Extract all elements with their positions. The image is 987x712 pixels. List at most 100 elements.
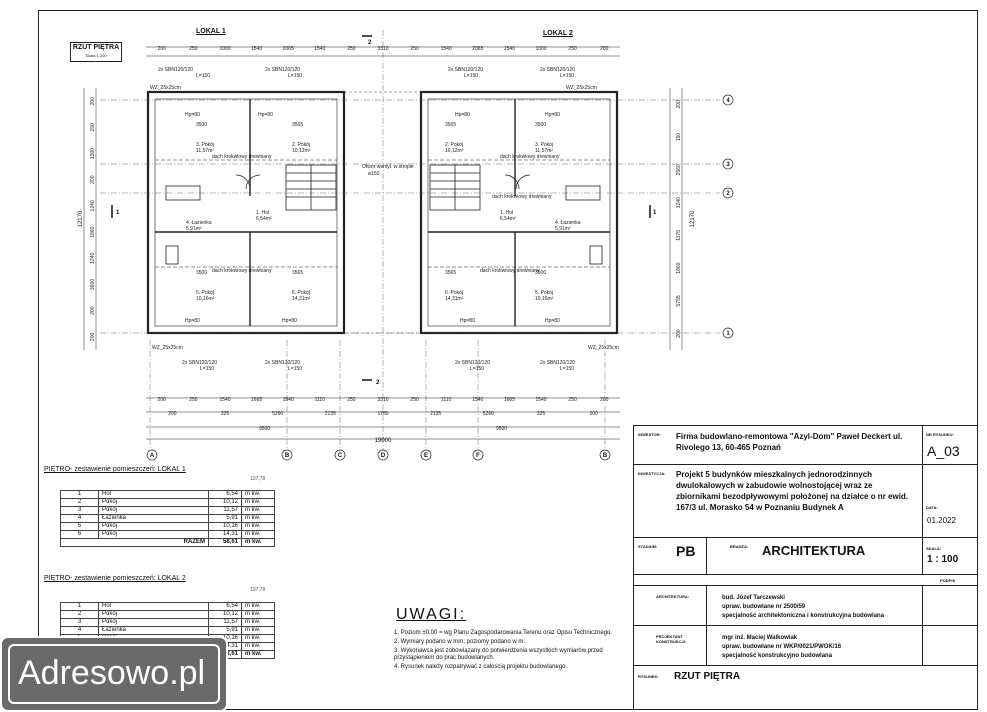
bottom-dimension: 1665 bbox=[504, 397, 515, 403]
axis-marker-c bbox=[334, 449, 346, 461]
top-dimension: 1540 bbox=[251, 46, 262, 52]
window-label-3: WZ_25x25cm bbox=[152, 345, 183, 351]
lokal-2-room-width: 3565 bbox=[445, 270, 456, 276]
bottom-dimension: 1540 bbox=[283, 397, 294, 403]
axis-label-3: 3 bbox=[726, 162, 730, 168]
total-value: 58,61 bbox=[208, 538, 242, 547]
table-cell: Pokój bbox=[98, 506, 209, 515]
lintel-length-4: L=150 bbox=[560, 73, 574, 79]
axis-label-2: 2 bbox=[726, 191, 730, 197]
designer-name: mgr inż. Maciej Walkowiak bbox=[722, 635, 798, 641]
hp-label-6: Hp=80 bbox=[282, 318, 297, 324]
lokal-1-label: LOKAL 1 bbox=[196, 28, 226, 35]
axis-marker-2 bbox=[722, 187, 734, 199]
table-cell: 10,12 bbox=[208, 498, 242, 507]
bottom-dimension-3: 9500 bbox=[496, 426, 507, 432]
lokal-2-room-name: 6. Pokój bbox=[445, 290, 463, 296]
shaft-note: Otwór wentyl. w stropie bbox=[362, 164, 414, 170]
bottom-dimension: 250 bbox=[568, 397, 577, 403]
lokal-2-room-name: 3. Pokój bbox=[535, 142, 553, 148]
lokal-2-room-area: 10,16m² bbox=[535, 296, 554, 302]
bottom-dimension: 200 bbox=[158, 397, 167, 403]
lintel-length-2: L=150 bbox=[288, 73, 302, 79]
right-dimension: 150 bbox=[676, 133, 682, 142]
right-dimension: 5755 bbox=[676, 295, 682, 306]
ceiling-note-3: dach krokwiowy drewniany bbox=[500, 154, 560, 160]
axis-label-b: B bbox=[285, 453, 290, 459]
lintel-label-8: 2x SBN120/120 bbox=[540, 360, 575, 366]
axis-marker-3 bbox=[722, 158, 734, 170]
shaft-dim: ø150 bbox=[368, 171, 380, 177]
bottom-dimension-2: 200 bbox=[168, 411, 177, 417]
lokal-1-room-width: 3500 bbox=[196, 270, 207, 276]
lokal-1-room-name: 4. Łazienka bbox=[186, 220, 212, 226]
table-cell: 4 bbox=[60, 514, 99, 523]
total-unit: m kw. bbox=[241, 538, 275, 547]
bottom-dimension-2: 5260 bbox=[483, 411, 494, 417]
lokal-2-room-name: 5. Pokój bbox=[535, 290, 553, 296]
axis-marker-d bbox=[377, 449, 389, 461]
tb-stage-row: STADIUM: PB BRANŻA: ARCHITEKTURA SKALA: … bbox=[634, 538, 977, 575]
stage: PB bbox=[676, 543, 696, 559]
watermark-text: Adresowo.pl bbox=[18, 654, 206, 692]
table-cell: 5 bbox=[60, 522, 99, 531]
table-cell: m kw. bbox=[241, 602, 275, 611]
top-dimension: 2065 bbox=[283, 46, 294, 52]
lintel-label-5: 2x SBN120/120 bbox=[182, 360, 217, 366]
investor-name: Firma budowlano-remontowa "Azyl-Dom" Paw… bbox=[676, 432, 903, 452]
bottom-dimension: 1540 bbox=[472, 397, 483, 403]
left-dimension: 200 bbox=[90, 306, 96, 315]
drawing-scale: 1 : 100 bbox=[927, 554, 959, 565]
table-cell: 14,31 bbox=[208, 530, 242, 539]
lokal-1-room-width: 3565 bbox=[292, 122, 303, 128]
table-cell: Pokój bbox=[98, 530, 209, 539]
table-cell: Pokój bbox=[98, 610, 209, 619]
top-dimension: 2065 bbox=[472, 46, 483, 52]
bottom-dimension: 1665 bbox=[251, 397, 262, 403]
bottom-dimension-2: 5260 bbox=[272, 411, 283, 417]
table-cell: 11,57 bbox=[208, 506, 242, 515]
table-2-caption: PIĘTRO- zestawienie pomieszczeń: LOKAL 2 bbox=[44, 575, 186, 582]
table-cell: m kw. bbox=[241, 498, 275, 507]
hp-label-5: Hp=80 bbox=[185, 318, 200, 324]
lintel-label-2: 2x SBN120/120 bbox=[265, 67, 300, 73]
lokal-2-room-area: 6,54m² bbox=[500, 216, 516, 222]
total-unit: m kw. bbox=[241, 650, 275, 659]
table-cell: 2 bbox=[60, 610, 99, 619]
right-dimension: 1240 bbox=[676, 197, 682, 208]
top-dimension: 1540 bbox=[441, 46, 452, 52]
lokal-2-room-area: 14,31m² bbox=[445, 296, 464, 302]
right-dimension: 2560 bbox=[676, 164, 682, 175]
table-cell: 6,54 bbox=[208, 602, 242, 611]
architect-license: upraw. budowlane nr 2500/59 bbox=[722, 604, 806, 610]
lokal-1-room-name: 6. Pokój bbox=[292, 290, 310, 296]
title-block: INWESTOR: Firma budowlano-remontowa "Azy… bbox=[633, 425, 978, 710]
lokal-2-room-name: 2. Pokój bbox=[445, 142, 463, 148]
lokal-2-label: LOKAL 2 bbox=[543, 30, 573, 37]
lokal-1-room-area: 10,12m² bbox=[292, 148, 311, 154]
ceiling-note-2: dach krokwiowy drewniany bbox=[212, 268, 272, 274]
table-cell: m kw. bbox=[241, 522, 275, 531]
lokal-2-room-area: 5,91m² bbox=[555, 226, 571, 232]
table-cell: 1 bbox=[60, 490, 99, 499]
ceiling-note-5: dach krokwiowy drewniany bbox=[480, 268, 540, 274]
bottom-dimension: 250 bbox=[347, 397, 356, 403]
lokal-2-room-name: 4. Łazienka bbox=[555, 220, 581, 226]
lokal-2-room-area: 10,12m² bbox=[445, 148, 464, 154]
lokal-1-shower bbox=[165, 245, 179, 265]
right-dimension: 200 bbox=[676, 329, 682, 338]
lokal-2-room-area: 11,57m² bbox=[535, 148, 553, 154]
lintel-label-1: 2x SBN120/120 bbox=[158, 67, 193, 73]
tb-investor-row: INWESTOR: Firma budowlano-remontowa "Azy… bbox=[634, 426, 977, 465]
note-item: 4. Rysunek należy rozpatrywać z całością… bbox=[394, 664, 568, 670]
lokal-2-room-width: 3500 bbox=[535, 122, 546, 128]
top-dimension: 1000 bbox=[535, 46, 546, 52]
lokal-2-bathtub bbox=[565, 185, 601, 201]
left-dimension: 200 bbox=[90, 333, 96, 342]
table-cell: 5,91 bbox=[208, 626, 242, 635]
window-label-2: WZ_25x25cm bbox=[566, 85, 597, 91]
lokal-2-shower bbox=[589, 245, 603, 265]
